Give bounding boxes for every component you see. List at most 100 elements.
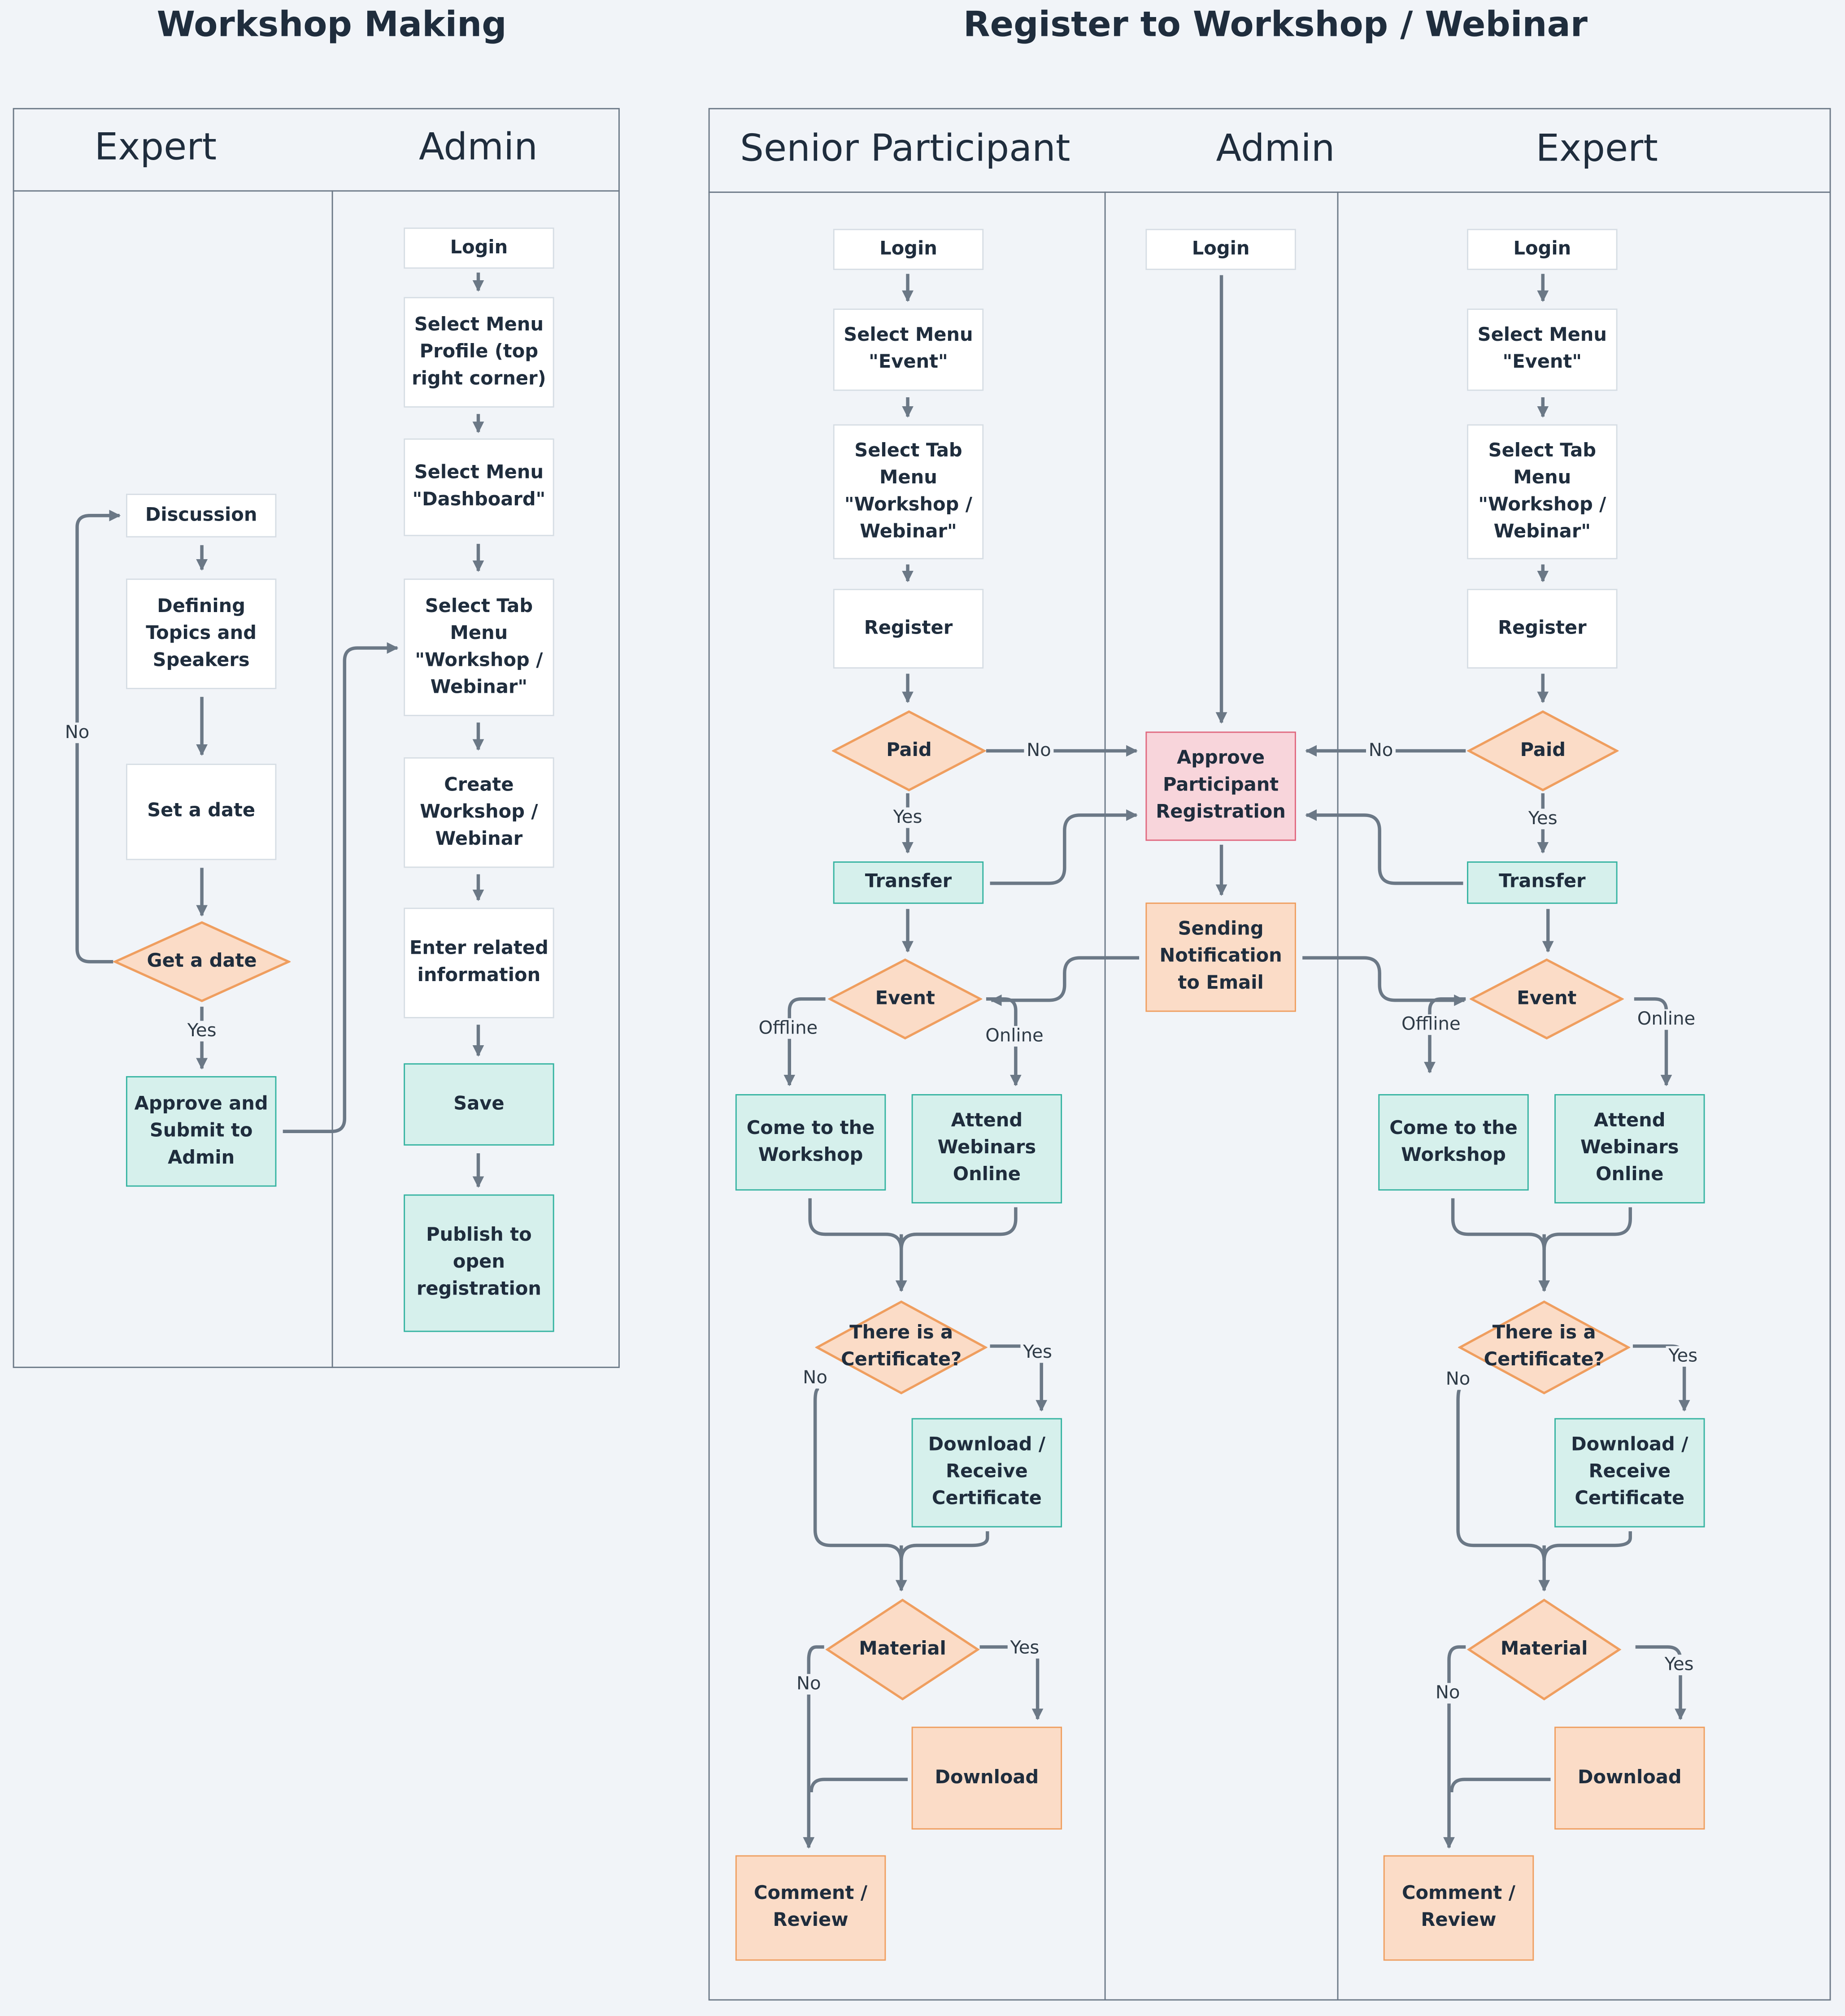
- decision-ex-event-label: Event: [1517, 988, 1577, 1009]
- node-create-workshop: Create Workshop / Webinar: [404, 757, 554, 868]
- lane-divider: [1337, 191, 1339, 2001]
- edge-sp-dlcert-merge: [899, 1531, 989, 1561]
- node-ex-login: Login: [1467, 229, 1618, 270]
- title-workshop-making: Workshop Making: [157, 5, 507, 45]
- edge-label-no: No: [794, 1674, 824, 1695]
- node-discussion: Discussion: [126, 494, 277, 538]
- node-sp-attend-online: Attend Webinars Online: [911, 1094, 1062, 1204]
- decision-ex-certificate: There is a Certificate?: [1458, 1300, 1631, 1395]
- lane-divider: [331, 190, 333, 1368]
- node-sp-comment-review: Comment / Review: [735, 1855, 886, 1961]
- edge-ad-notify-sp-event: [990, 956, 1140, 1006]
- edge-ex-event-offline: [1424, 997, 1466, 1073]
- decision-ex-material-label: Material: [1500, 1638, 1588, 1660]
- node-select-tab: Select Tab Menu "Workshop / Webinar": [404, 578, 554, 717]
- node-ex-download: Download: [1554, 1726, 1705, 1830]
- edge-sp-merge-b: [899, 1207, 1018, 1250]
- node-defining-topics: Defining Topics and Speakers: [126, 578, 277, 689]
- decision-sp-material: Material: [825, 1598, 980, 1701]
- decision-ex-paid-label: Paid: [1520, 740, 1566, 761]
- node-ex-download-certificate: Download / Receive Certificate: [1554, 1418, 1705, 1528]
- node-sp-download: Download: [911, 1726, 1062, 1830]
- node-save: Save: [404, 1063, 554, 1146]
- edge-sp-cert-no: [813, 1386, 903, 1561]
- decision-sp-material-label: Material: [859, 1638, 946, 1660]
- decision-sp-paid-label: Paid: [886, 740, 932, 761]
- node-sp-select-menu: Select Menu "Event": [833, 308, 984, 391]
- edge-label-offline: Offline: [756, 1018, 820, 1039]
- decision-get-date: Get a date: [113, 921, 291, 1003]
- node-ex-select-tab: Select Tab Menu "Workshop / Webinar": [1467, 424, 1618, 560]
- edge-ex-merge-a: [1451, 1198, 1546, 1250]
- edge-ex-download-merge: [1450, 1777, 1551, 1793]
- edge-label-yes: Yes: [1662, 1655, 1697, 1676]
- decision-get-date-label: Get a date: [147, 951, 257, 972]
- pool-register-workshop: [708, 108, 1831, 2001]
- node-sp-transfer: Transfer: [833, 861, 984, 904]
- edge-sp-material-no: [803, 1645, 824, 1849]
- edge-label-yes: Yes: [184, 1021, 219, 1042]
- edge-ex-dlcert-merge: [1542, 1531, 1632, 1561]
- node-ad-send-notification: Sending Notification to Email: [1145, 902, 1296, 1012]
- node-ex-select-menu: Select Menu "Event": [1467, 308, 1618, 391]
- node-sp-download-certificate: Download / Receive Certificate: [911, 1418, 1062, 1528]
- node-publish: Publish to open registration: [404, 1194, 554, 1332]
- node-ex-comment-review: Comment / Review: [1383, 1855, 1534, 1961]
- edge-label-yes: Yes: [1666, 1346, 1700, 1367]
- edge-label-yes: Yes: [890, 807, 925, 828]
- edge-sp-download-merge: [809, 1777, 908, 1793]
- edge-label-no: No: [1366, 740, 1396, 761]
- node-select-profile: Select Menu Profile (top right corner): [404, 297, 554, 408]
- edge-ex-transfer-approve: [1305, 809, 1463, 885]
- decision-sp-paid: Paid: [831, 710, 986, 792]
- node-admin-login: Login: [404, 227, 554, 269]
- pool-header-divider: [13, 190, 620, 192]
- pool-header-divider: [708, 191, 1831, 193]
- decision-sp-event: Event: [828, 958, 983, 1040]
- edge-label-yes: Yes: [1526, 808, 1560, 830]
- edge-label-yes: Yes: [1007, 1638, 1042, 1659]
- node-select-dashboard: Select Menu "Dashboard": [404, 438, 554, 536]
- edge-sp-transfer-approve: [990, 809, 1138, 885]
- node-sp-register: Register: [833, 589, 984, 669]
- edge-sp-merge-a: [808, 1198, 903, 1250]
- node-sp-login: Login: [833, 229, 984, 270]
- decision-ex-paid: Paid: [1467, 710, 1619, 792]
- decision-ex-event: Event: [1469, 958, 1624, 1040]
- node-sp-select-tab: Select Tab Menu "Workshop / Webinar": [833, 424, 984, 560]
- lane-header-admin: Admin: [1216, 126, 1335, 170]
- edge-label-no: No: [1024, 740, 1054, 761]
- node-set-date: Set a date: [126, 764, 277, 860]
- edge-label-no: No: [62, 722, 92, 743]
- node-ex-transfer: Transfer: [1467, 861, 1618, 904]
- edge-label-no: No: [800, 1368, 830, 1389]
- edge-label-no: No: [1443, 1369, 1473, 1390]
- node-ex-register: Register: [1467, 589, 1618, 669]
- pool-workshop-making: [13, 108, 620, 1368]
- decision-sp-event-label: Event: [875, 988, 935, 1009]
- lane-header-admin: Admin: [418, 125, 538, 169]
- node-ad-approve-registration: Approve Participant Registration: [1145, 731, 1296, 841]
- lane-header-expert: Expert: [1536, 126, 1658, 170]
- node-enter-info: Enter related information: [404, 908, 554, 1018]
- edge-label-offline: Offline: [1399, 1014, 1463, 1035]
- lane-header-senior-participant: Senior Participant: [740, 126, 1070, 170]
- node-ex-attend-online: Attend Webinars Online: [1554, 1094, 1705, 1204]
- edge-ex-cert-no: [1456, 1386, 1546, 1561]
- lane-divider: [1104, 191, 1106, 2001]
- edge-approve-admin: [283, 642, 399, 1133]
- decision-sp-certificate: There is a Certificate?: [815, 1300, 988, 1395]
- node-ad-login: Login: [1145, 229, 1296, 270]
- title-register-workshop: Register to Workshop / Webinar: [963, 5, 1588, 45]
- edge-label-yes: Yes: [1020, 1342, 1055, 1363]
- edge-ex-merge-b: [1542, 1207, 1632, 1250]
- decision-sp-certificate-label: There is a Certificate?: [841, 1323, 962, 1371]
- edge-ex-material-no: [1443, 1645, 1466, 1849]
- decision-ex-material: Material: [1467, 1598, 1622, 1701]
- edge-label-online: Online: [983, 1026, 1046, 1047]
- edge-ad-notify-ex-event: [1302, 956, 1466, 1006]
- node-sp-come-workshop: Come to the Workshop: [735, 1094, 886, 1191]
- edge-label-no: No: [1433, 1683, 1463, 1704]
- edge-sp-event-offline: [783, 997, 826, 1086]
